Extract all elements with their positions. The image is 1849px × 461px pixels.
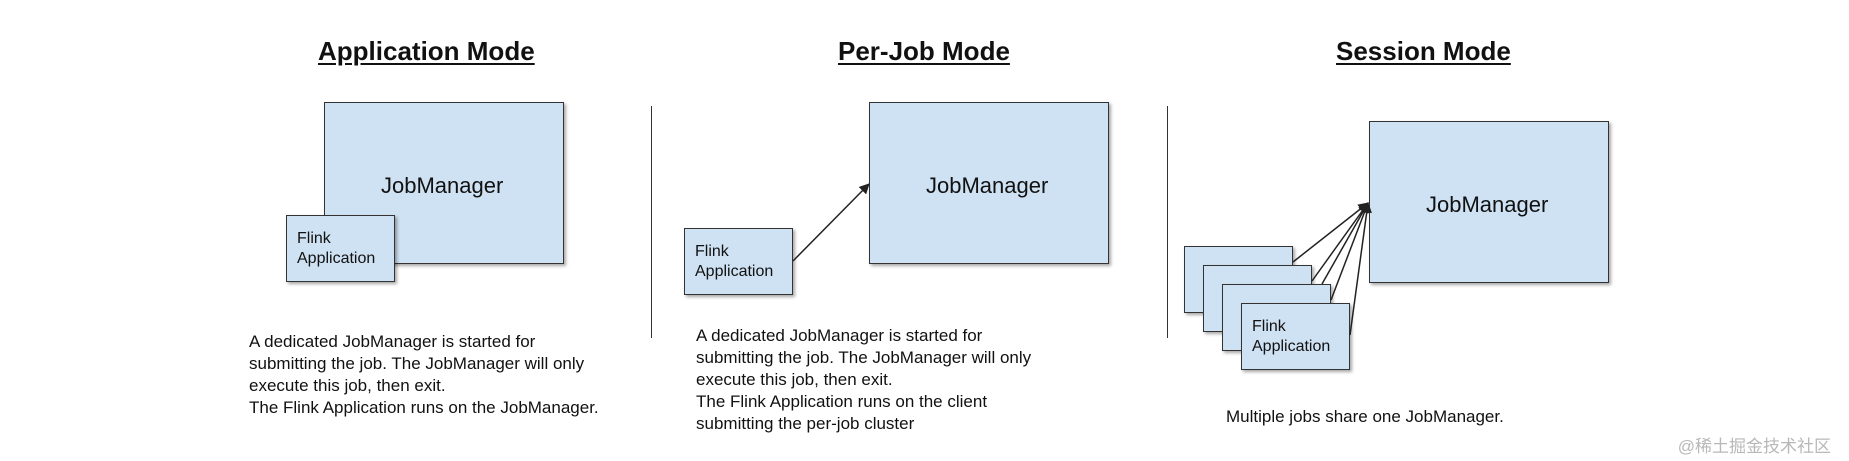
session-arrow-2 [1311, 202, 1369, 282]
flink-application-label: Flink Application [297, 230, 376, 267]
application-mode-flink-application-box: Flink Application [286, 215, 395, 282]
flink-application-label: Flink Application [695, 243, 774, 280]
session-mode-jobmanager-box: JobManager [1369, 121, 1609, 283]
application-mode-title: Application Mode [318, 36, 535, 66]
session-arrow-1 [1292, 202, 1369, 263]
session-arrow-4 [1330, 202, 1370, 301]
watermark-text: @稀土掘金技术社区 [1677, 437, 1831, 456]
divider-right [1167, 106, 1168, 338]
jobmanager-label: JobManager [926, 173, 1049, 198]
flink-application-label: Flink Application [1252, 318, 1331, 355]
application-mode-jobmanager-box: JobManager [324, 102, 564, 264]
jobmanager-label: JobManager [381, 173, 504, 198]
per-job-mode-title: Per-Job Mode [838, 36, 1010, 66]
per-job-arrow [792, 183, 870, 262]
application-mode-description: A dedicated JobManager is started for su… [249, 332, 599, 417]
per-job-mode-jobmanager-box: JobManager [869, 102, 1109, 264]
session-arrow-5 [1349, 201, 1372, 336]
session-arrow-3 [1321, 202, 1369, 285]
session-mode-title: Session Mode [1336, 36, 1511, 66]
divider-left [651, 106, 652, 338]
jobmanager-label: JobManager [1426, 192, 1549, 217]
session-mode-description: Multiple jobs share one JobManager. [1226, 407, 1504, 426]
per-job-mode-flink-application-box: Flink Application [684, 228, 793, 295]
session-mode-flink-application-box: Flink Application [1241, 303, 1350, 370]
per-job-mode-description: A dedicated JobManager is started for su… [696, 326, 1032, 433]
